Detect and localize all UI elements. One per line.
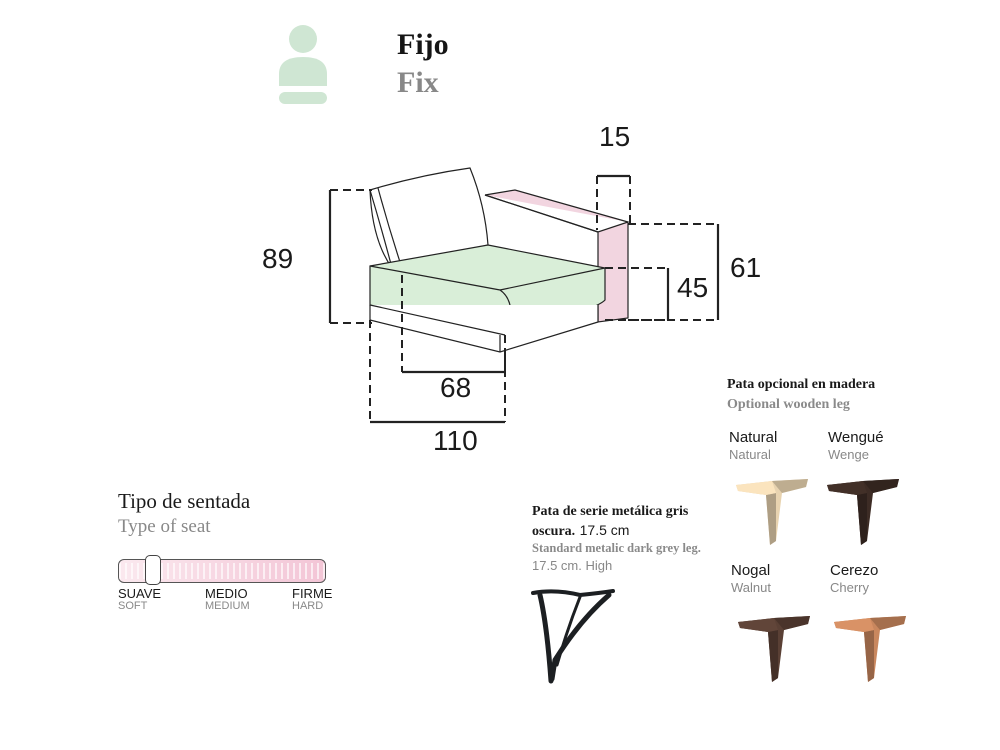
dim-arm-height: 61	[730, 252, 762, 283]
seat-type-title-en: Type of seat	[118, 516, 211, 537]
finish-wenge-en: Wenge	[828, 447, 869, 462]
dim-seat-depth: 68	[440, 372, 472, 403]
standard-leg-en-size: 17.5 cm. High	[532, 558, 613, 573]
finish-natural-en: Natural	[729, 447, 771, 462]
metal-leg-image	[531, 589, 615, 684]
standard-leg-size: 17.5 cm	[579, 522, 630, 538]
wooden-leg-title-en: Optional wooden leg	[727, 397, 850, 412]
scale-label-soft-es: SUAVE	[118, 586, 162, 601]
finish-cherry-en: Cherry	[830, 580, 870, 595]
standard-leg-title-2: oscura.	[532, 524, 576, 539]
firmness-slider-handle[interactable]	[145, 555, 161, 585]
wooden-leg-title-es: Pata opcional en madera	[727, 377, 876, 392]
wood-leg-wenge[interactable]	[823, 475, 903, 555]
wood-leg-walnut[interactable]	[734, 612, 814, 692]
title-en: Fix	[397, 66, 439, 99]
finish-natural-es: Natural	[729, 429, 778, 446]
sofa-drawing	[328, 167, 720, 424]
scale-label-hard-en: HARD	[292, 600, 324, 612]
back-cushion	[369, 167, 489, 269]
wood-leg-natural[interactable]	[732, 475, 812, 555]
dim-height-total: 89	[262, 243, 294, 274]
standard-leg-en: Standard metalic dark grey leg.	[532, 541, 701, 555]
scale-label-hard-es: FIRME	[292, 586, 333, 601]
scale-label-medium-en: MEDIUM	[205, 600, 250, 612]
finish-cherry-es: Cerezo	[830, 562, 879, 579]
dim-seat-height: 45	[677, 272, 709, 303]
seat-type-title-es: Tipo de sentada	[118, 489, 251, 513]
person-icon	[279, 25, 327, 104]
scale-label-medium-es: MEDIO	[205, 586, 248, 601]
title-es: Fijo	[397, 28, 449, 61]
dim-arm-width: 15	[599, 121, 631, 152]
wood-leg-cherry[interactable]	[830, 612, 910, 692]
scale-label-soft-en: SOFT	[118, 600, 148, 612]
finish-walnut-en: Walnut	[731, 580, 771, 595]
dim-total-depth: 110	[433, 425, 478, 456]
finish-wenge-es: Wengué	[828, 429, 884, 446]
standard-leg-title-1: Pata de serie metálica gris	[532, 504, 689, 519]
finish-walnut-es: Nogal	[731, 562, 771, 579]
